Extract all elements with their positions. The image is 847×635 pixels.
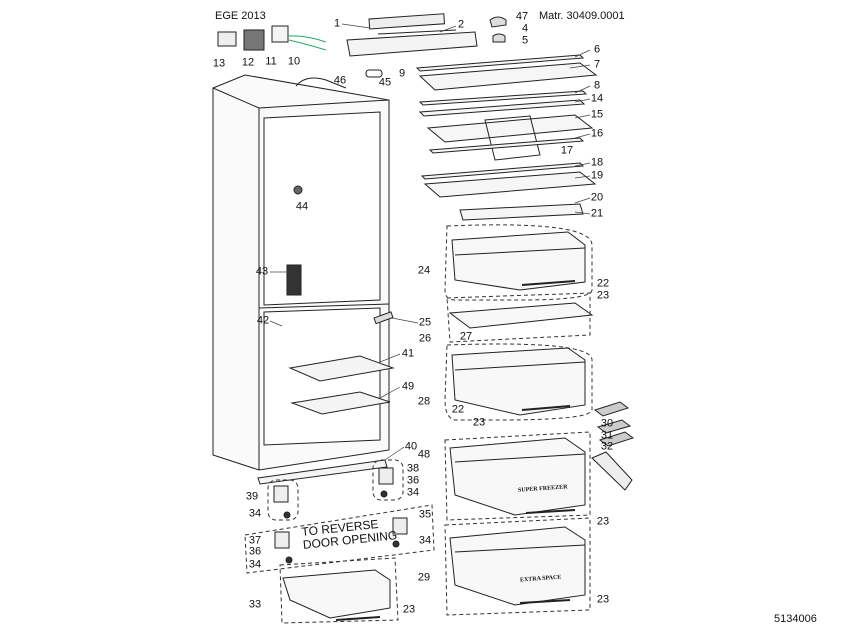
- callout: 38: [406, 462, 420, 475]
- callout: 19: [590, 169, 604, 182]
- callout: 48: [417, 448, 431, 461]
- matr-number: Matr. 30409.0001: [539, 10, 625, 22]
- callout: 5: [521, 34, 529, 47]
- callout: 35: [418, 508, 432, 521]
- model-label: EGE 2013: [215, 10, 266, 22]
- callout: 9: [398, 67, 406, 80]
- hinges: [273, 467, 408, 564]
- callout: 10: [287, 55, 301, 68]
- callout: 44: [295, 200, 309, 213]
- shelves: [415, 54, 598, 221]
- callout: 34: [406, 486, 420, 499]
- control-panel-parts: [217, 13, 507, 78]
- callout: 27: [459, 330, 473, 343]
- callout: 13: [212, 57, 226, 70]
- callout: 23: [402, 603, 416, 616]
- leader-lines: [269, 23, 591, 461]
- callout: 34: [248, 507, 262, 520]
- callout: 29: [417, 571, 431, 584]
- callout: 43: [255, 265, 269, 278]
- door-rails: [591, 401, 635, 491]
- cabinet: [212, 74, 390, 485]
- callout: 23: [596, 593, 610, 606]
- callout: 30: [600, 417, 614, 430]
- callout: 8: [593, 79, 601, 92]
- callout: 20: [590, 191, 604, 204]
- callout: 31: [600, 429, 614, 442]
- callout: 26: [418, 332, 432, 345]
- callout: 40: [404, 440, 418, 453]
- callout: 23: [596, 515, 610, 528]
- callout: 1: [333, 17, 341, 30]
- callout: 11: [265, 55, 277, 68]
- callout: 28: [417, 395, 431, 408]
- callout: 25: [418, 316, 432, 329]
- callout: 49: [401, 380, 415, 393]
- callout: 32: [600, 440, 614, 453]
- callout: 15: [590, 108, 604, 121]
- callout: 23: [472, 416, 486, 429]
- callout: 21: [590, 207, 604, 220]
- callout: 2: [457, 18, 465, 31]
- drawers: [282, 231, 594, 619]
- callout: 33: [248, 598, 262, 611]
- callout: 16: [590, 127, 604, 140]
- callout: 36: [248, 545, 262, 558]
- drawing-number: 5134006: [774, 613, 817, 625]
- shelf-49: [290, 391, 391, 415]
- callout: 39: [245, 490, 259, 503]
- callout: 6: [593, 43, 601, 56]
- callout: 36: [406, 474, 420, 487]
- callout: 14: [590, 92, 604, 105]
- callout: 24: [417, 264, 431, 277]
- callout: 41: [401, 347, 415, 360]
- callout: 34: [418, 534, 432, 547]
- callout: 34: [248, 558, 262, 571]
- callout: 17: [560, 144, 574, 157]
- callout: 46: [333, 74, 347, 87]
- callout: 47: [515, 10, 529, 23]
- callout: 12: [241, 56, 255, 69]
- callout: 42: [256, 314, 270, 327]
- callout: 23: [596, 289, 610, 302]
- callout: 7: [593, 58, 601, 71]
- callout: 22: [451, 403, 465, 416]
- callout: 37: [248, 534, 262, 547]
- shelf-41: [288, 355, 395, 382]
- callout: 18: [590, 156, 604, 169]
- callout: 22: [596, 277, 610, 290]
- callout: 45: [378, 76, 392, 89]
- callout: 4: [521, 22, 529, 35]
